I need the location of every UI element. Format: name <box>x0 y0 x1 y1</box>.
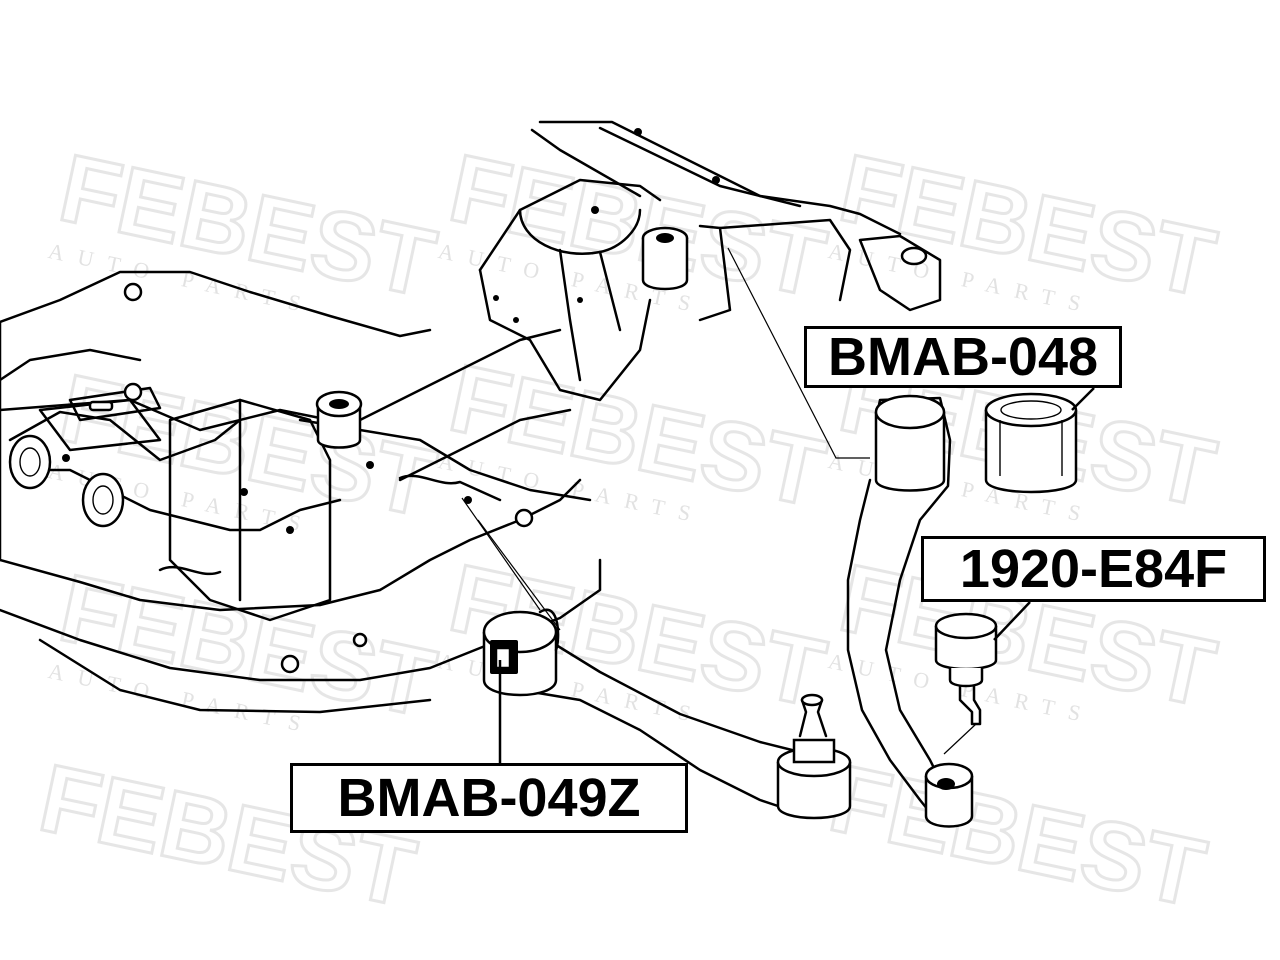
upper-mount <box>478 128 942 402</box>
ball-joint <box>934 612 998 726</box>
part-label-bmab-048[interactable]: BMAB-048 <box>804 326 1122 388</box>
subframe <box>0 120 902 714</box>
part-number-text: BMAB-048 <box>827 327 1099 387</box>
part-number-text: 1920-E84F <box>959 539 1228 599</box>
leader-lines <box>461 247 1095 763</box>
watermark-11: FEBEST <box>820 743 1216 929</box>
watermark-brand: FEBEST <box>821 744 1214 927</box>
watermark-7: FEBEST AUTO PARTS <box>46 553 445 739</box>
watermark-2: FEBEST AUTO PARTS <box>436 133 835 319</box>
part-label-bmab-049z[interactable]: BMAB-049Z <box>290 763 688 833</box>
watermark-1: FEBEST AUTO PARTS <box>46 133 445 319</box>
part-number-text: BMAB-049Z <box>337 768 641 828</box>
watermark-5: FEBEST AUTO PARTS <box>436 343 835 529</box>
part-label-1920-e84f[interactable]: 1920-E84F <box>921 536 1266 602</box>
upper-control-arm <box>846 392 1078 828</box>
